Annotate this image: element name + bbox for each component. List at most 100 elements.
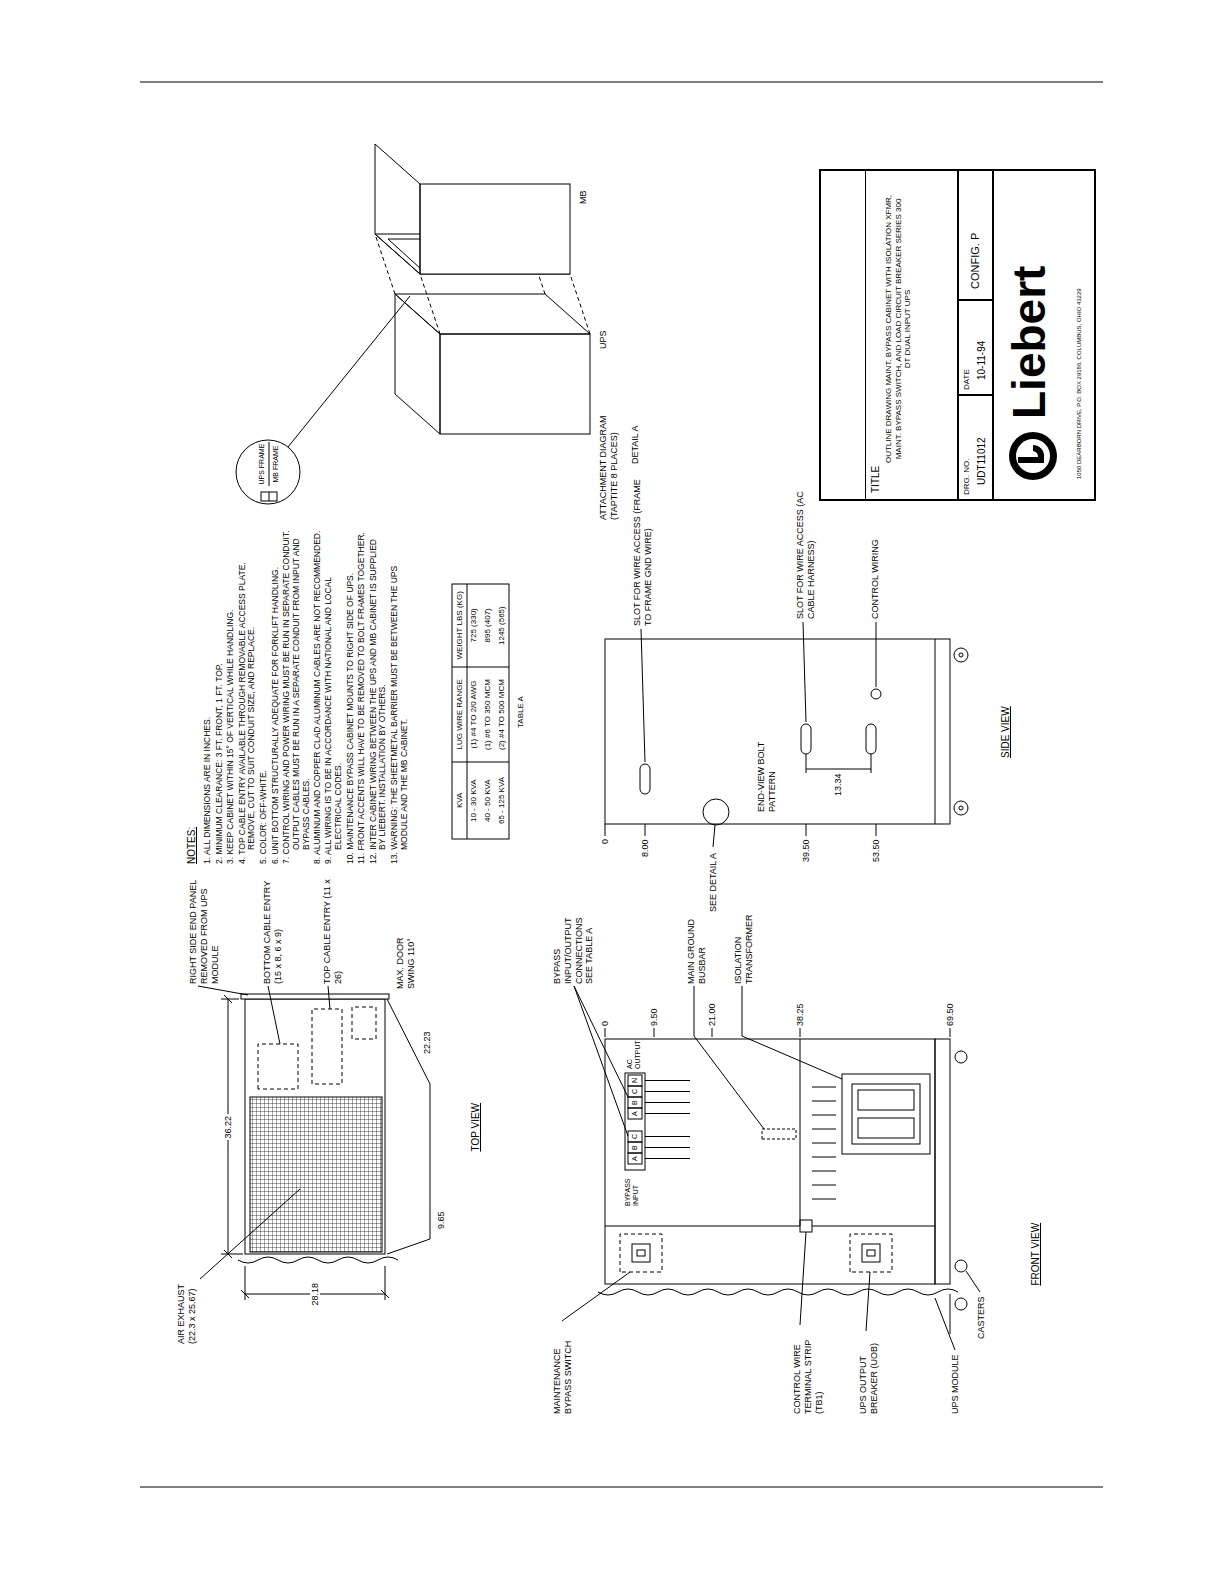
title-block-cell: DATE10-11-94 xyxy=(958,300,993,395)
view-title: DETAIL A xyxy=(630,425,641,464)
side-view-drawing-part xyxy=(959,653,963,657)
table-cell: 65 - 125 KVA xyxy=(497,777,507,824)
table-cell: 1245 (565) xyxy=(497,606,507,645)
callout-label: MAX. DOOR SWING 110° xyxy=(395,917,417,989)
side-view-drawing-part xyxy=(871,689,881,699)
page-rule-part xyxy=(140,82,1103,83)
callout-label: CONTROL WIRE TERMINAL STRIP (TB1) xyxy=(792,1326,824,1414)
front-view-drawing-part xyxy=(742,986,842,1079)
terminal-letter: A xyxy=(631,1156,639,1161)
note-item: 1. ALL DIMENSIONS ARE IN INCHES. xyxy=(203,529,213,864)
front-view-drawing-part xyxy=(852,1084,920,1144)
title-block-cell: CONFIG. P xyxy=(958,170,993,300)
callout-label: SLOT FOR WIRE ACCESS (AC CABLE HARNESS) xyxy=(795,469,817,619)
logo-mark xyxy=(1009,432,1057,480)
side-view-drawing-part xyxy=(803,622,806,722)
top-view-drawing-part xyxy=(312,1009,342,1084)
attachment-drawing-part xyxy=(375,144,420,274)
callout-label: END-VIEW BOLT PATTERN xyxy=(756,740,778,812)
dimension-value: 39.50 xyxy=(801,839,812,862)
front-view-drawing xyxy=(562,986,980,1350)
front-view-drawing-part xyxy=(628,1108,642,1119)
terminal-letter: C xyxy=(631,1089,639,1094)
callout-label: RIGHT SIDE END PANEL REMOVED FROM UPS MO… xyxy=(188,872,220,984)
side-view-drawing-part xyxy=(713,825,715,847)
attachment-drawing-part xyxy=(288,296,410,447)
title-block-frame xyxy=(820,170,1095,500)
view-title: SIDE VIEW xyxy=(1000,706,1012,758)
side-view-drawing-part xyxy=(954,801,968,815)
front-view-drawing-part xyxy=(605,1226,935,1227)
top-view-drawing xyxy=(198,986,430,1300)
front-view-drawing-part xyxy=(800,1039,801,1226)
front-view-drawing-part xyxy=(858,1118,914,1138)
front-view-drawing-part xyxy=(955,1051,967,1063)
dimension-value: 8.00 xyxy=(640,839,651,857)
table-cell: KVA xyxy=(455,793,465,808)
top-view-drawing-part xyxy=(245,999,385,1254)
line-work xyxy=(140,82,1103,1487)
front-view-drawing-part xyxy=(605,1039,935,1284)
front-view-drawing-part xyxy=(850,1234,892,1272)
table-grid-part xyxy=(467,584,468,839)
side-view-drawing-part xyxy=(935,639,936,824)
callout-label: UPS MODULE xyxy=(950,1354,961,1414)
top-view-drawing-part xyxy=(241,994,389,999)
callout-label: AIR EXHAUST (22.3 x 25.67) xyxy=(176,1266,198,1344)
logo-mark-part xyxy=(1018,457,1044,463)
brand-name: Liebert xyxy=(1002,266,1057,419)
notes-heading: NOTES: xyxy=(186,827,198,864)
attachment-drawing-part xyxy=(395,294,590,334)
field-heading: DATE xyxy=(962,369,972,390)
title-block-frame-part xyxy=(820,170,1095,500)
front-view-drawing-part xyxy=(628,1086,642,1097)
attachment-drawing-part xyxy=(420,184,570,274)
front-view-drawing-part xyxy=(966,1271,980,1292)
callout-label: SLOT FOR WIRE ACCESS (FRAME TO FRAME GND… xyxy=(632,476,654,626)
front-view-drawing-part xyxy=(628,1075,642,1086)
note-item: 8. ALUMINUM AND COPPER CLAD ALUMINUM CAB… xyxy=(313,529,323,864)
front-view-drawing-part xyxy=(632,1244,650,1262)
dimension-value: 13.34 xyxy=(833,773,844,796)
table-caption: TABLE A xyxy=(516,696,526,728)
view-title: TOP VIEW xyxy=(470,1103,482,1152)
logo-mark-part xyxy=(1033,445,1044,457)
side-view-drawing-part xyxy=(954,648,968,662)
attachment-drawing-part xyxy=(440,334,590,434)
detail-label: MB FRAME xyxy=(272,446,280,483)
side-view-drawing-part xyxy=(703,799,729,825)
note-item: 12. INTER CABINET WIRING BETWEEN THE UPS… xyxy=(369,529,389,864)
note-item: 6. UNIT BOTTOM STRUCTURALLY ADEQUATE FOR… xyxy=(271,529,281,864)
front-view-drawing-part xyxy=(574,986,628,1136)
dimension-value: 53.50 xyxy=(871,839,882,862)
callout-label: BYPASS INPUT/OUTPUT CONNECTIONS SEE TABL… xyxy=(552,908,595,984)
title-text: OUTLINE DRAWING MAINT. BYPASS CABINET WI… xyxy=(884,194,913,464)
front-view-drawing-part xyxy=(645,1081,690,1159)
callout-label: MB xyxy=(578,191,589,205)
front-view-drawing-part xyxy=(866,1272,870,1331)
callout-label: BOTTOM CABLE ENTRY (15 x 8, 6 x 9) xyxy=(262,872,284,984)
note-item: 10. MAINTENANCE BYPASS CABINET MOUNTS TO… xyxy=(346,529,356,864)
field-heading: DRG. NO. xyxy=(962,459,972,495)
table-cell: (1) #6 TO 350 MCM xyxy=(483,679,493,750)
front-view-drawing-part xyxy=(800,1232,806,1325)
dimension-value: 22.23 xyxy=(422,1031,433,1054)
attachment-drawing-part xyxy=(236,440,300,504)
front-view-drawing-part xyxy=(812,1087,836,1199)
terminal-letter: N xyxy=(631,1078,639,1083)
attachment-drawing-part xyxy=(261,492,277,501)
side-view-drawing-part xyxy=(605,639,950,824)
terminal-letter: A xyxy=(631,1111,639,1116)
dimension-value: 28.18 xyxy=(310,1281,321,1308)
dimension-value: 38.25 xyxy=(795,1003,806,1026)
note-item: 4. TOP CABLE ENTRY AVAILABLE THROUGH REM… xyxy=(238,529,258,864)
front-view-drawing-part xyxy=(935,1039,950,1284)
dimension-value: 69.50 xyxy=(945,1003,956,1026)
attachment-drawing-part xyxy=(269,442,270,486)
front-view-drawing-part xyxy=(858,1090,914,1110)
title-block-cell: TITLEOUTLINE DRAWING MAINT. BYPASS CABIN… xyxy=(865,170,958,500)
front-view-drawing-part xyxy=(955,1298,967,1310)
top-view-drawing-part xyxy=(221,1254,243,1255)
